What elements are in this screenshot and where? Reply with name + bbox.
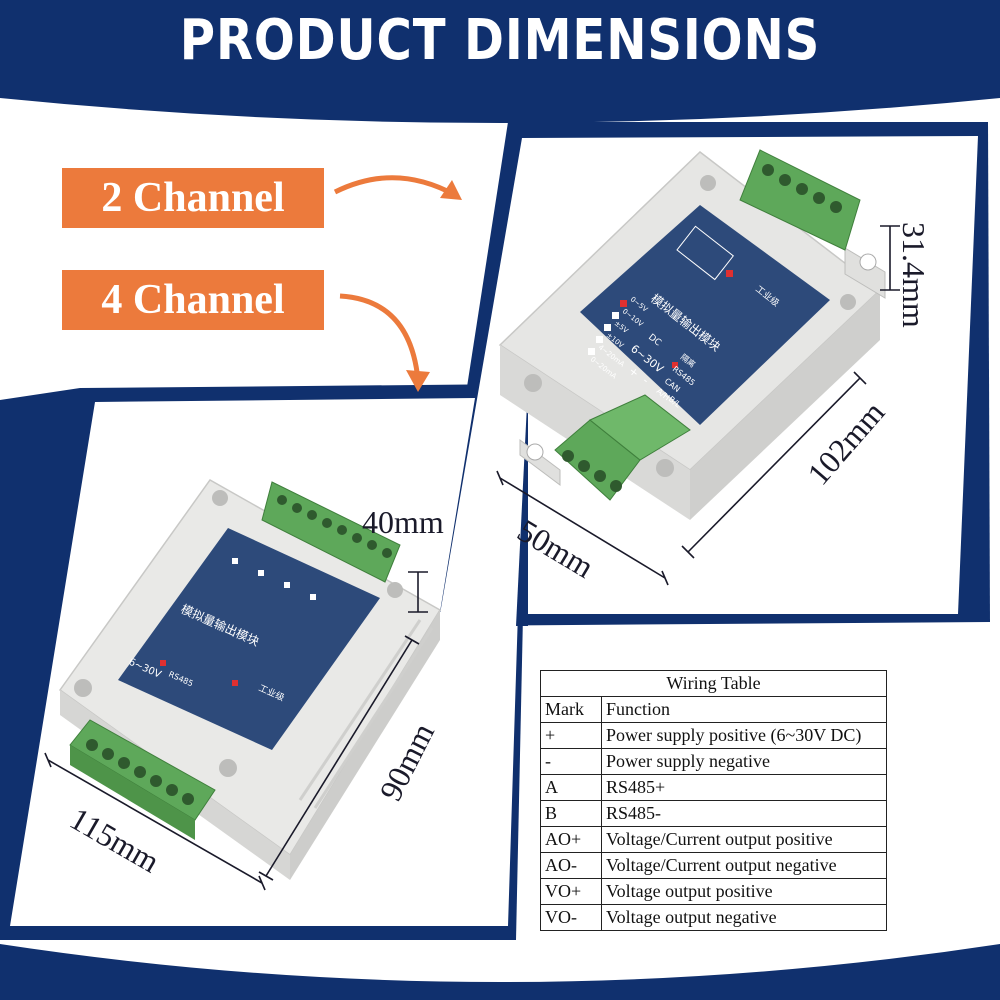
module-4ch-power: 6~30V [127,657,163,681]
top-banner [0,0,1000,123]
table-row: AO+ Voltage/Current output positive [540,826,887,853]
module-4ch [58,479,442,880]
table-row: + Power supply positive (6~30V DC) [540,722,887,749]
arrow-right-icon [333,175,462,200]
label-2-channel: 2 Channel [62,168,324,228]
cell-mark: AO+ [540,826,602,853]
table-row: VO- Voltage output negative [540,904,887,931]
label-4-channel: 4 Channel [62,270,324,330]
table-row: - Power supply negative [540,748,887,775]
header-function: Function [601,696,887,723]
module-4ch-grade: 工业级 [257,682,287,704]
module-2ch-dc: DC [646,332,663,348]
cell-function: Power supply positive (6~30V DC) [601,722,887,749]
cell-function: Voltage output negative [601,904,887,931]
cell-mark: AO- [540,852,602,879]
dim-4ch-height: 40mm [362,504,444,540]
cell-function: Power supply negative [601,748,887,775]
module-2ch [498,149,886,520]
cell-function: Voltage/Current output positive [601,826,887,853]
module-2ch-grade: 工业级 [753,283,782,309]
bottom-band [0,944,1000,1000]
module-2ch-range-2: ±5V [613,319,630,335]
dimension-lines-2ch [496,225,900,586]
page-title: PRODUCT DIMENSIONS [179,8,821,73]
cell-mark: VO- [540,904,602,931]
module-2ch-pin-1: - [640,374,651,387]
dimension-lines-4ch [44,571,428,891]
cell-mark: B [540,800,602,827]
arrow-down-icon [339,293,430,392]
module-2ch-isolation: 隔离 [679,352,698,370]
module-2ch-pin-0: + [626,364,641,380]
module-4ch-rs485: RS485 [167,670,194,689]
module-4ch-title: 模拟量输出模块 [179,601,262,649]
wiring-table: Wiring Table Mark Function + Power suppl… [540,670,887,931]
